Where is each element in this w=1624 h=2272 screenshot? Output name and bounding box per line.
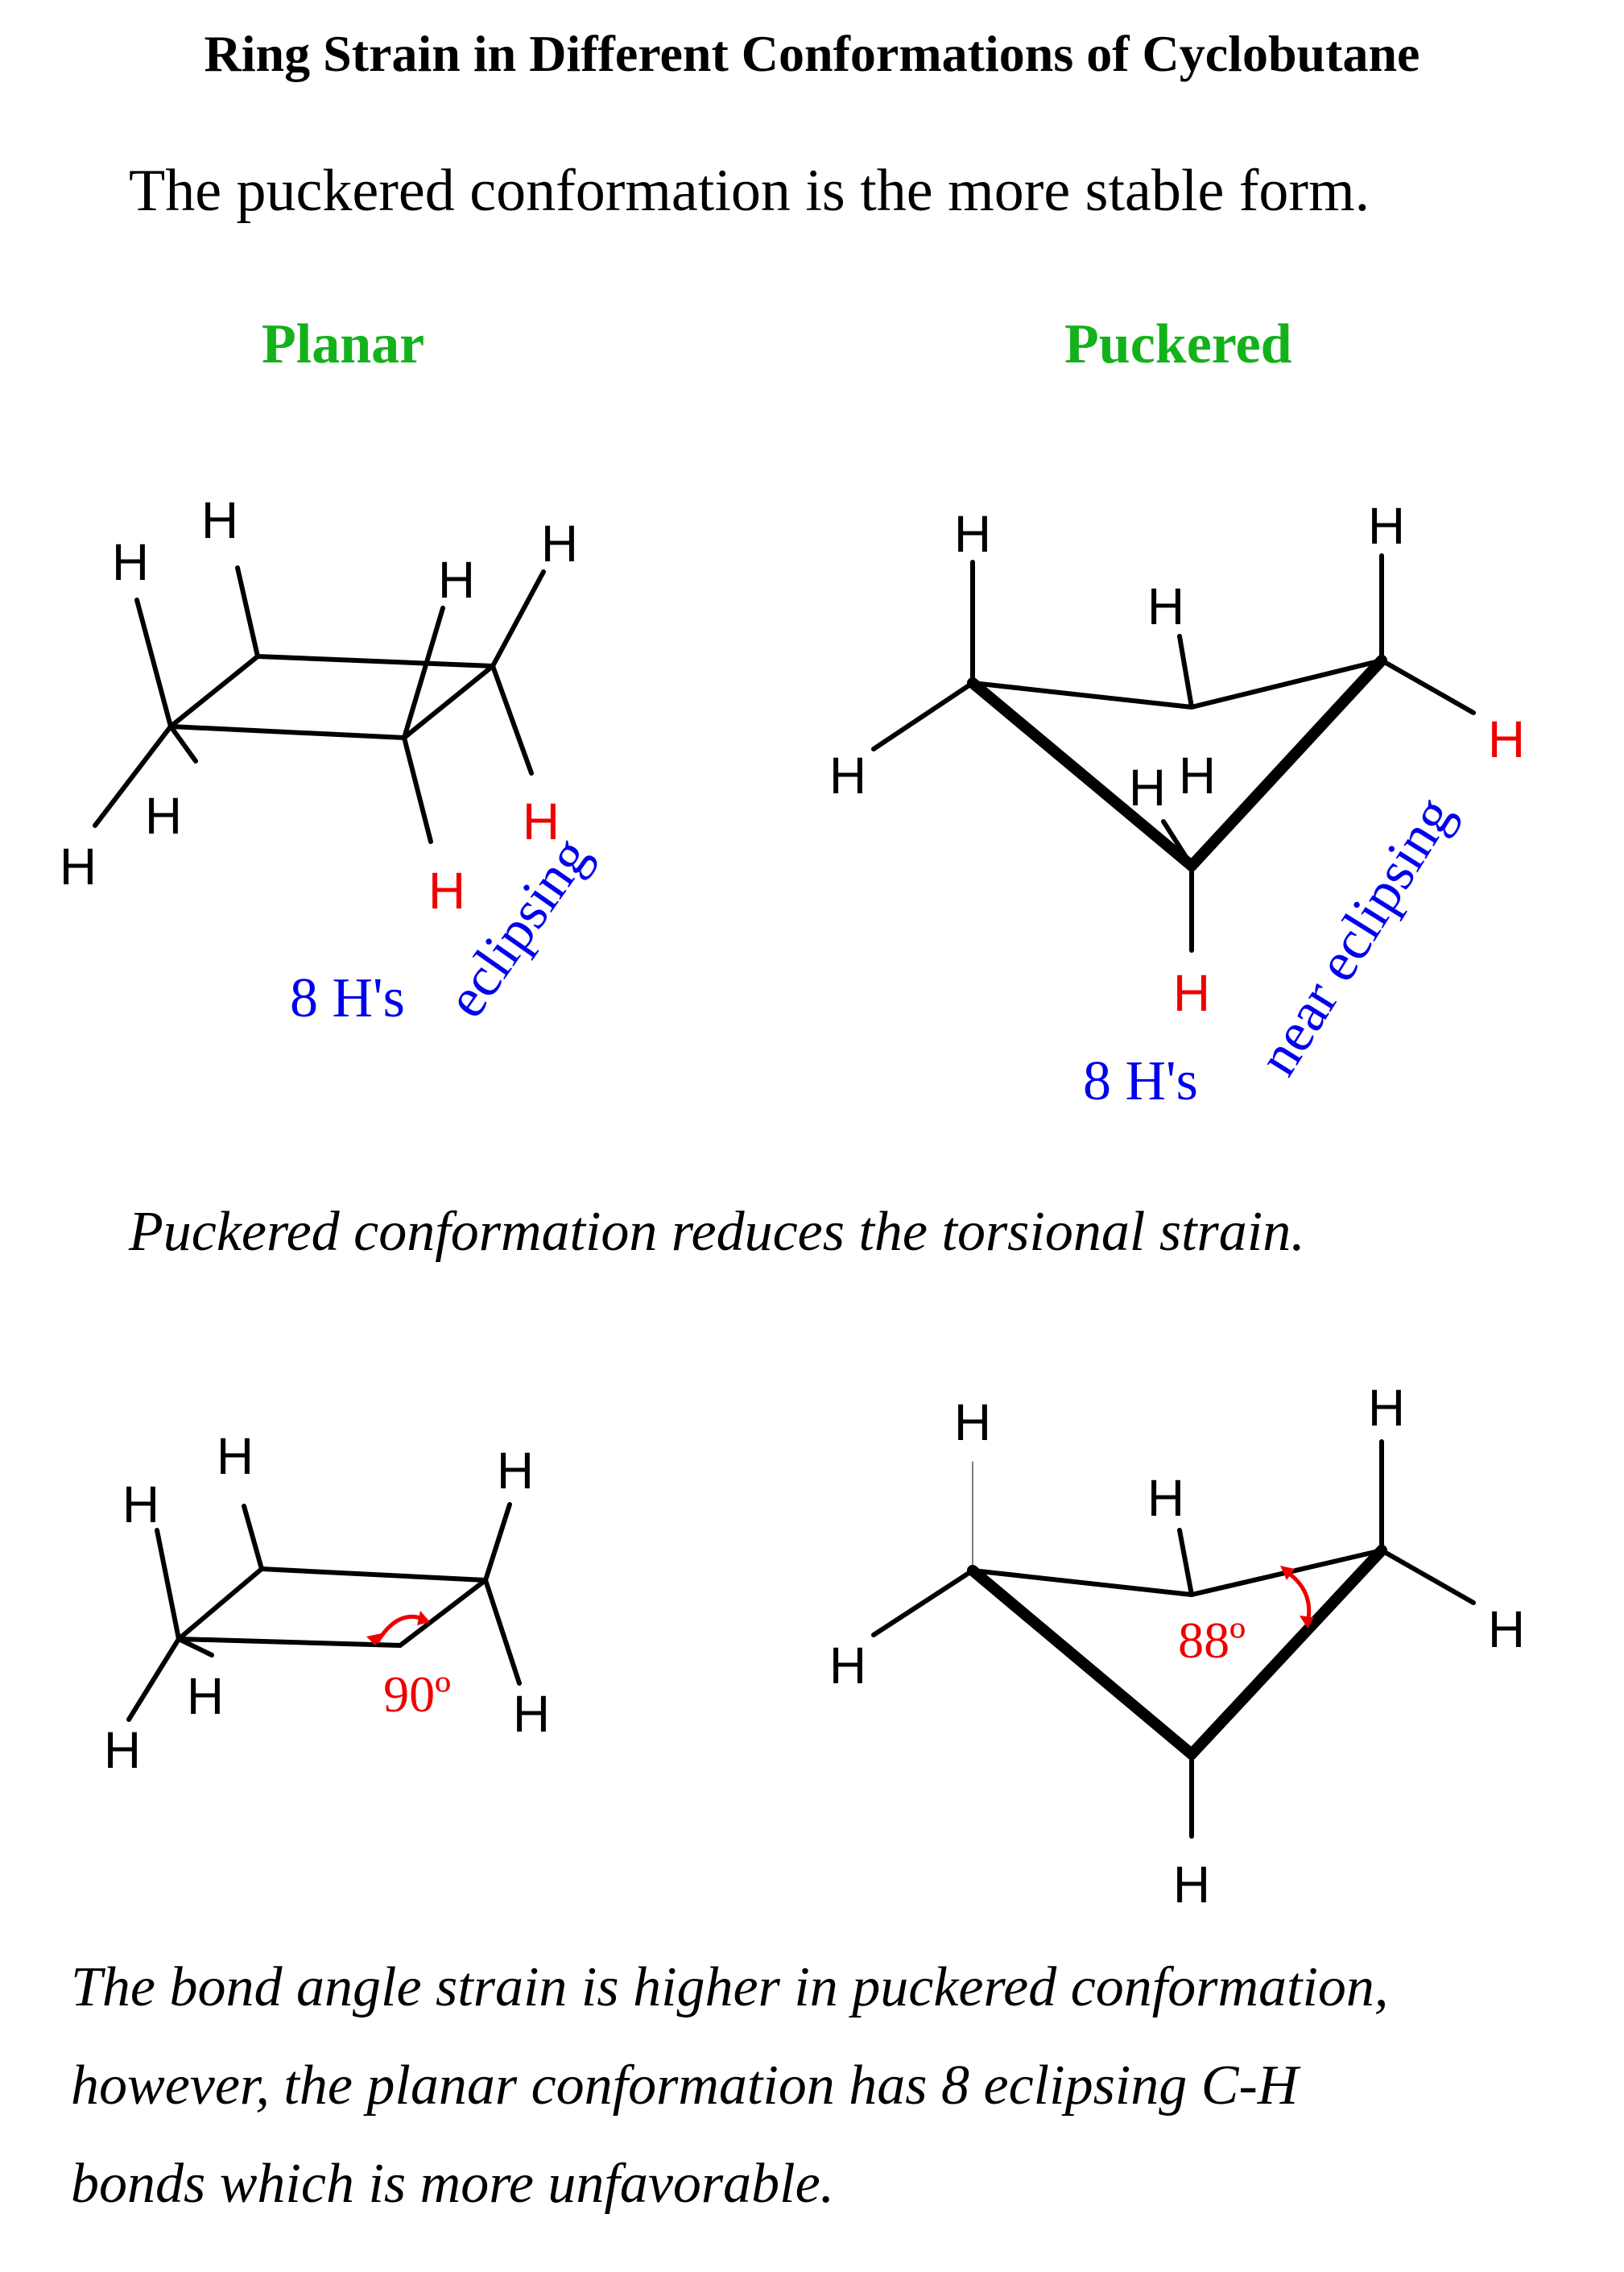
atom-h: H [60,838,97,896]
atom-h: H [1147,1469,1184,1527]
puckered-hydrogens-top: H H H H H H H H [829,497,1525,1022]
atom-h: H [541,515,578,573]
atom-h: H [954,1393,991,1451]
atom-h: H [187,1667,224,1725]
puckered-near-eclipsing-label: near eclipsing [1246,786,1465,1086]
atom-h-red: H [523,793,560,850]
atom-h: H [829,747,866,805]
page-subtitle: The puckered conformation is the more st… [129,158,1370,224]
planar-molecule-top [93,565,546,844]
atom-h: H [112,533,149,591]
planar-count-label: 8 H's [290,967,405,1029]
angle-arrowhead-icon [417,1611,430,1625]
atom-h: H [145,787,182,845]
atom-h: H [497,1442,534,1500]
atom-h: H [104,1721,141,1779]
puckered-angle-label: 88º [1178,1612,1246,1669]
torsional-caption: Puckered conformation reduces the torsio… [129,1201,1305,1263]
atom-h: H [438,551,475,609]
atom-h: H [1179,747,1216,805]
conclusion-line-3: bonds which is more unfavorable. [71,2153,835,2215]
atom-h: H [954,505,991,563]
puckered-count-label: 8 H's [1083,1050,1198,1112]
atom-h-red: H [1173,964,1210,1022]
atom-h-red: H [1488,710,1525,768]
planar-label: Planar [262,313,425,375]
puckered-label: Puckered [1064,313,1292,375]
atom-h: H [1368,1379,1405,1437]
atom-h-red: H [428,862,465,920]
conclusion-line-2: however, the planar conformation has 8 e… [71,2055,1299,2117]
atom-h: H [122,1475,159,1533]
planar-hydrogens-top: H H H H H H H H [60,491,578,920]
angle-arrowhead-icon [366,1633,382,1645]
planar-angle-label: 90º [383,1666,451,1723]
planar-molecule-bottom [126,1502,522,1722]
atom-h: H [201,491,238,549]
atom-h: H [1488,1600,1525,1658]
planar-eclipsing-label: eclipsing [435,826,602,1028]
atom-h: H [829,1637,866,1695]
page-title: Ring Strain in Different Conformations o… [204,25,1420,82]
angle-arrowhead-icon [1280,1566,1295,1580]
atom-h: H [1129,759,1166,817]
conclusion-line-1: The bond angle strain is higher in pucke… [71,1956,1389,2018]
atom-h: H [217,1427,254,1485]
atom-h: H [1368,497,1405,555]
atom-h: H [1147,577,1184,635]
angle-arrowhead-icon [1300,1616,1314,1628]
atom-h: H [1173,1856,1210,1914]
atom-h: H [513,1685,550,1743]
puckered-molecule-top [871,553,1476,953]
angle-arc-88 [1287,1571,1312,1620]
